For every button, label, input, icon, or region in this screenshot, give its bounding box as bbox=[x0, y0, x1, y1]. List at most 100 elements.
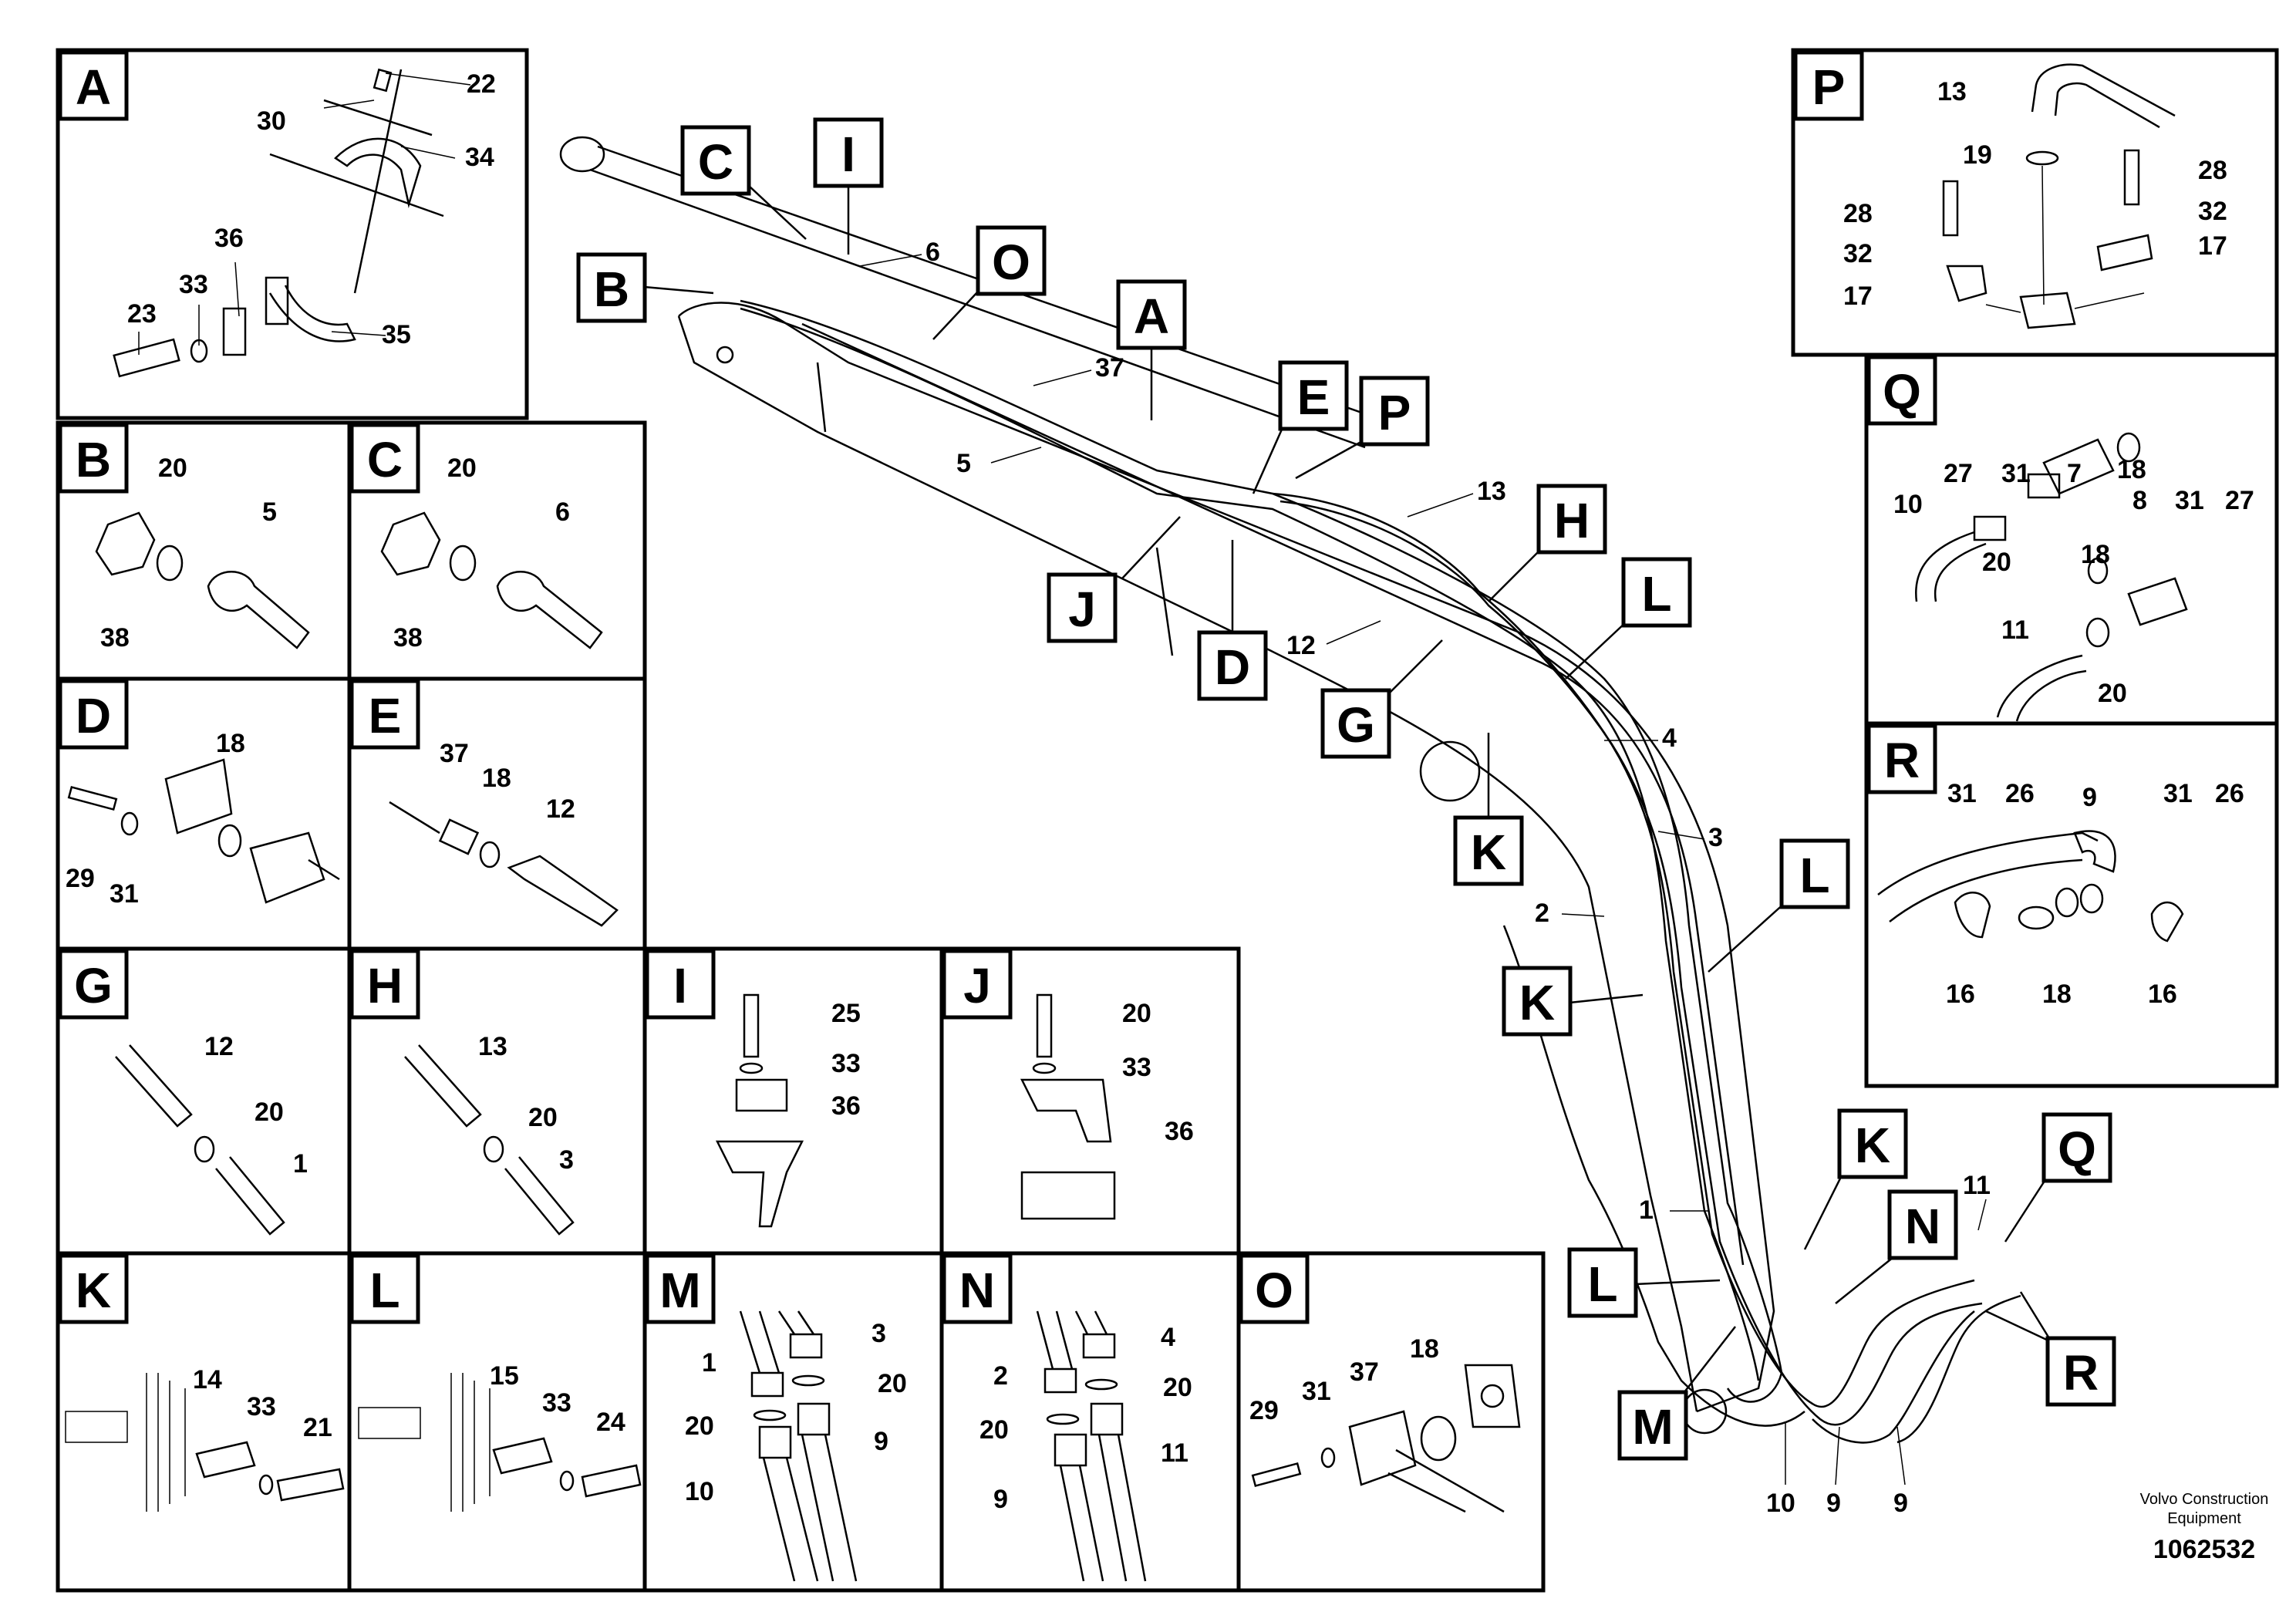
callout-n-11: 11 bbox=[1161, 1438, 1188, 1468]
main-labels: C I B O A E P J D H L G K L K K N Q L M … bbox=[576, 117, 2116, 1461]
main-label-b: B bbox=[576, 252, 714, 323]
callout-c-38: 38 bbox=[393, 623, 423, 653]
main-num-5: 5 bbox=[956, 449, 971, 478]
callout-e-12: 12 bbox=[546, 794, 575, 824]
panel-p: P 13 19 28 32 17 28 32 17 bbox=[1791, 48, 2279, 357]
main-label-d: D bbox=[1197, 540, 1268, 701]
callout-l-24: 24 bbox=[596, 1408, 625, 1437]
main-label-j: J bbox=[1047, 516, 1181, 643]
callout-r-31a: 31 bbox=[1947, 779, 1977, 808]
panel-j: J 20 33 36 bbox=[939, 946, 1241, 1256]
callout-m-1: 1 bbox=[702, 1348, 716, 1378]
callout-q-20b: 20 bbox=[2098, 679, 2127, 708]
svg-text:D: D bbox=[76, 688, 111, 744]
callout-e-37: 37 bbox=[440, 739, 469, 768]
panel-k: K 14 33 21 bbox=[56, 1251, 352, 1593]
callout-j-33: 33 bbox=[1122, 1053, 1151, 1082]
panel-r: R 31 26 9 31 26 16 18 16 bbox=[1864, 721, 2279, 1088]
callout-a-36: 36 bbox=[214, 224, 244, 253]
callout-k-21: 21 bbox=[303, 1413, 332, 1442]
panel-h: H 13 20 3 bbox=[347, 946, 647, 1256]
brand-line-1: Volvo Construction bbox=[2140, 1491, 2269, 1508]
svg-text:C: C bbox=[367, 432, 403, 487]
svg-text:D: D bbox=[1215, 639, 1250, 695]
callout-p-32b: 32 bbox=[2198, 197, 2227, 226]
callout-o-18: 18 bbox=[1410, 1334, 1439, 1364]
callout-m-3: 3 bbox=[872, 1319, 886, 1348]
callout-m-20a: 20 bbox=[878, 1369, 907, 1398]
svg-text:M: M bbox=[1632, 1399, 1673, 1455]
svg-text:I: I bbox=[673, 958, 687, 1013]
callout-n-20b: 20 bbox=[979, 1415, 1009, 1445]
svg-text:I: I bbox=[841, 126, 855, 182]
panel-a: A 22 30 34 36 33 23 35 bbox=[56, 48, 529, 420]
callout-e-18: 18 bbox=[482, 764, 511, 793]
main-label-l2: L bbox=[1708, 838, 1850, 973]
callout-g-12: 12 bbox=[204, 1032, 234, 1061]
panel-q: Q 27 31 7 18 10 20 18 8 31 27 11 20 bbox=[1864, 352, 2279, 726]
main-label-c: C bbox=[680, 125, 807, 240]
callout-d-31: 31 bbox=[110, 879, 139, 909]
svg-text:E: E bbox=[369, 688, 402, 744]
callout-n-20a: 20 bbox=[1163, 1373, 1192, 1402]
callout-i-36: 36 bbox=[831, 1091, 861, 1121]
callout-r-18: 18 bbox=[2042, 980, 2072, 1009]
svg-text:Q: Q bbox=[1883, 364, 1921, 420]
svg-text:O: O bbox=[1255, 1263, 1293, 1318]
callout-j-36: 36 bbox=[1165, 1117, 1194, 1146]
svg-text:E: E bbox=[1297, 369, 1330, 425]
svg-text:L: L bbox=[1641, 566, 1671, 622]
svg-text:R: R bbox=[1884, 733, 1920, 788]
svg-text:L: L bbox=[1799, 848, 1829, 903]
callout-p-17a: 17 bbox=[1843, 282, 1873, 311]
svg-text:B: B bbox=[76, 432, 111, 487]
callout-o-37: 37 bbox=[1350, 1357, 1379, 1387]
callout-q-27b: 27 bbox=[2225, 486, 2254, 515]
main-label-k2: K bbox=[1502, 966, 1644, 1037]
main-label-r: R bbox=[1985, 1291, 2116, 1407]
svg-text:L: L bbox=[369, 1263, 400, 1318]
callout-p-19: 19 bbox=[1963, 140, 1992, 170]
callout-q-11: 11 bbox=[2001, 615, 2029, 645]
panel-g: G 12 20 1 bbox=[56, 946, 352, 1256]
callout-b-38: 38 bbox=[100, 623, 130, 653]
main-label-g: G bbox=[1320, 639, 1443, 759]
main-num-11: 11 bbox=[1963, 1171, 1991, 1200]
callout-m-10: 10 bbox=[685, 1477, 714, 1506]
callout-r-16b: 16 bbox=[2148, 980, 2177, 1009]
main-label-k1: K bbox=[1453, 733, 1524, 886]
main-num-1: 1 bbox=[1639, 1195, 1654, 1225]
callout-q-18b: 18 bbox=[2081, 540, 2110, 569]
callout-a-33: 33 bbox=[179, 270, 208, 299]
panel-m: M 3 1 20 20 9 10 bbox=[642, 1251, 944, 1593]
svg-text:K: K bbox=[1471, 824, 1506, 880]
panel-l: L 15 33 24 bbox=[347, 1251, 647, 1593]
svg-text:R: R bbox=[2063, 1345, 2099, 1401]
panel-d: D 18 29 31 bbox=[56, 676, 352, 951]
svg-text:A: A bbox=[1134, 288, 1169, 344]
callout-i-33: 33 bbox=[831, 1049, 861, 1078]
main-label-e: E bbox=[1252, 360, 1349, 494]
panel-b: B 20 5 38 bbox=[56, 420, 352, 681]
svg-text:O: O bbox=[992, 234, 1030, 290]
callout-q-31b: 31 bbox=[2175, 486, 2204, 515]
main-label-m: M bbox=[1617, 1326, 1736, 1461]
callout-d-18: 18 bbox=[216, 729, 245, 758]
callout-b-5: 5 bbox=[262, 497, 277, 527]
callout-a-34: 34 bbox=[465, 143, 494, 172]
svg-text:Q: Q bbox=[2058, 1121, 2096, 1177]
svg-text:P: P bbox=[1378, 385, 1411, 440]
callout-l-33: 33 bbox=[542, 1388, 571, 1418]
callout-p-17b: 17 bbox=[2198, 231, 2227, 261]
footer: Volvo Construction Equipment 1062532 bbox=[2140, 1491, 2269, 1564]
callout-m-9: 9 bbox=[874, 1427, 888, 1456]
main-label-l3: L bbox=[1567, 1247, 1721, 1318]
callout-q-27a: 27 bbox=[1944, 459, 1973, 488]
callout-r-26a: 26 bbox=[2005, 779, 2035, 808]
svg-text:G: G bbox=[1337, 697, 1375, 753]
callout-k-14: 14 bbox=[193, 1365, 222, 1394]
main-num-4: 4 bbox=[1662, 723, 1677, 753]
callout-m-20b: 20 bbox=[685, 1411, 714, 1441]
svg-text:B: B bbox=[594, 261, 629, 317]
